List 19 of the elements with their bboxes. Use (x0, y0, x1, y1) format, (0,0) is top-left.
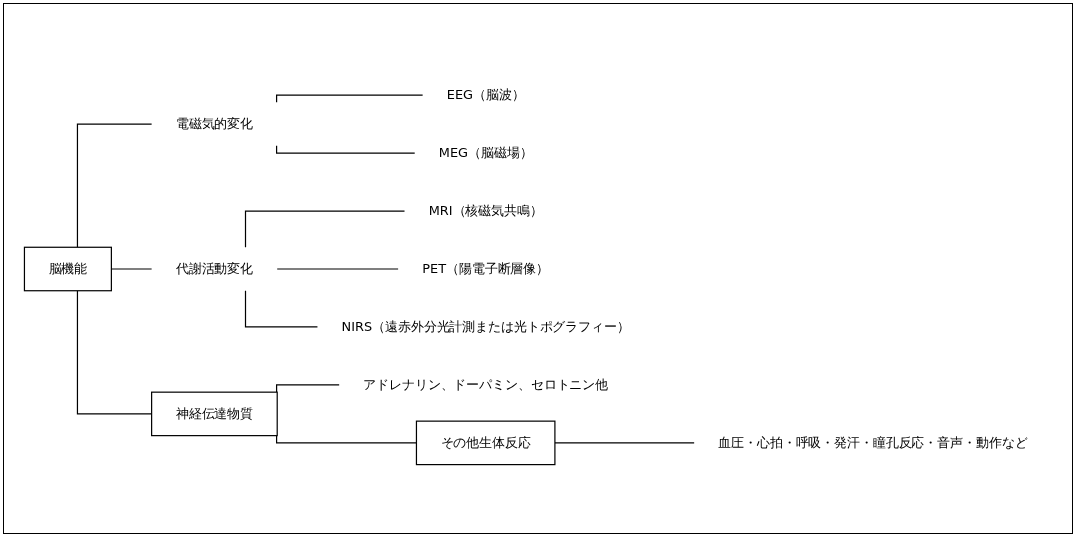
node-text: 血圧・心拍・呼吸・発汗・瞳孔反応・音声・動作など (718, 434, 1028, 450)
connector (244, 289, 319, 328)
connector (244, 209, 406, 248)
connector (554, 441, 695, 443)
connector (276, 144, 416, 154)
node-box: 脳機能 (23, 246, 112, 291)
node-text: MRI（核磁気共鳴） (428, 202, 543, 218)
node-text: 代謝活動変化 (175, 260, 254, 276)
node-text: 電磁気的変化 (175, 115, 254, 131)
node-text: MEG（脳磁場） (438, 144, 533, 160)
connector (276, 383, 340, 393)
node-box: 神経伝達物質 (151, 391, 278, 436)
node-text: アドレナリン、ドーパミン、セロトニン他 (363, 376, 609, 392)
node-text: EEG（脳波） (446, 86, 525, 102)
connector (276, 94, 424, 103)
node-text: PET（陽電子断層像） (422, 260, 550, 276)
node-box: その他生体反応 (415, 420, 556, 465)
node-text: NIRS（遠赤外分光計測または光トポグラフィー） (341, 318, 630, 334)
connector (76, 123, 153, 248)
